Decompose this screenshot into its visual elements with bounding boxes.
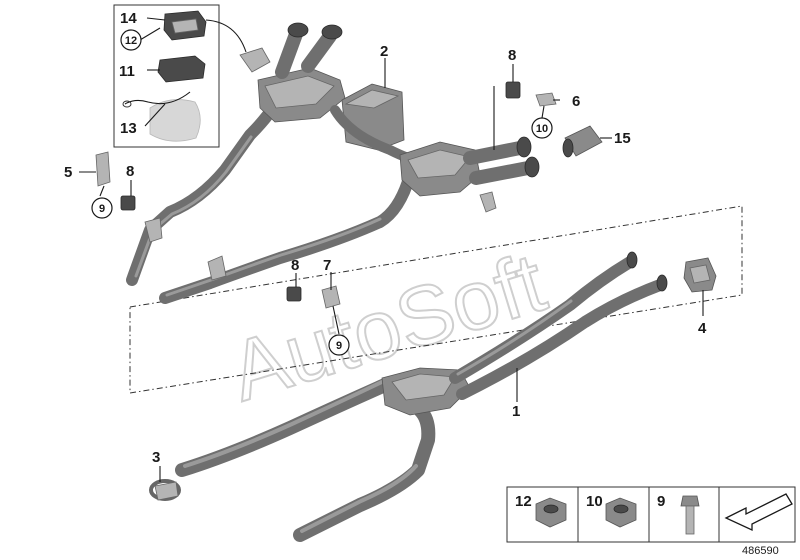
inset-detail-box <box>113 4 247 148</box>
clamp-part-4 <box>683 257 717 293</box>
label-part-11: 11 <box>119 63 135 80</box>
tailpipe-tip-15 <box>562 125 603 158</box>
label-part-13: 13 <box>120 120 137 137</box>
rubber-mount-8c <box>505 81 521 99</box>
label-part-15: 15 <box>614 130 631 147</box>
legend-label-12: 12 <box>515 493 532 510</box>
label-part-1: 1 <box>512 403 520 420</box>
label-part-8a: 8 <box>126 163 134 180</box>
clip-part-6 <box>535 92 557 107</box>
legend-label-9: 9 <box>657 493 665 510</box>
bracket-part-5 <box>95 151 111 187</box>
rubber-mount-8a <box>120 195 136 211</box>
legend-fastener-box: 12 10 9 <box>506 486 796 543</box>
label-part-14: 14 <box>120 10 137 27</box>
label-part-3: 3 <box>152 449 160 466</box>
label-part-8c: 8 <box>508 47 516 64</box>
arrow-icon <box>724 493 793 532</box>
label-part-4: 4 <box>698 320 707 337</box>
front-pipe-assembly <box>175 251 668 542</box>
flange-nut-icon-12 <box>535 497 567 528</box>
legend-label-10: 10 <box>586 493 603 510</box>
bolt-icon-9 <box>680 495 700 535</box>
label-part-10: 10 <box>536 123 548 135</box>
label-part-8b: 8 <box>291 257 299 274</box>
label-part-9a: 9 <box>99 203 105 215</box>
rubber-mount-8b <box>286 286 302 302</box>
clamp-part-3 <box>149 479 181 501</box>
actuator-bracket <box>157 55 206 83</box>
flange-nut-icon-10 <box>605 497 637 528</box>
document-number: 486590 <box>742 545 779 557</box>
label-part-12: 12 <box>125 35 137 47</box>
label-part-5: 5 <box>64 164 72 181</box>
rear-silencer-assembly <box>126 22 540 304</box>
label-part-9b: 9 <box>336 340 342 352</box>
label-part-7: 7 <box>323 257 331 274</box>
label-part-2: 2 <box>380 43 388 60</box>
label-part-6: 6 <box>572 93 580 110</box>
